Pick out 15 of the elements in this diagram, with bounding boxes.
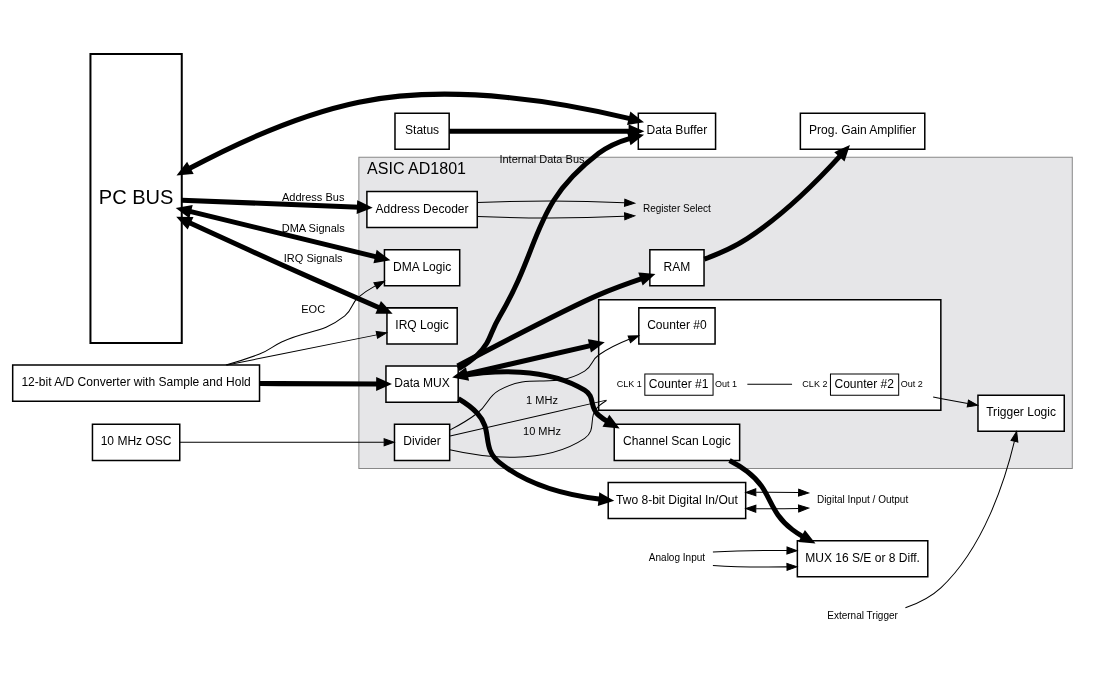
node-label: CLK 2 <box>802 378 828 389</box>
node-text: Analog Input <box>648 552 706 564</box>
edge-label: DMA Signals <box>281 222 345 235</box>
edge-label: Address Bus <box>281 191 345 204</box>
node-text: Digital Input / Output <box>816 494 909 506</box>
edge-label: IRQ Signals <box>283 251 343 264</box>
edge-label: Internal Data Bus <box>499 153 585 166</box>
edge-label: EOC <box>301 302 326 315</box>
edge-label: 1 MHz <box>526 394 558 406</box>
node-text: External Trigger <box>827 610 898 622</box>
node-label: Out 2 <box>900 378 923 389</box>
node-text: Register Select <box>642 203 711 215</box>
node-label: CLK 1 <box>616 378 642 389</box>
node-label: Out 1 <box>715 378 738 389</box>
edge-label: 10 MHz <box>523 425 561 438</box>
